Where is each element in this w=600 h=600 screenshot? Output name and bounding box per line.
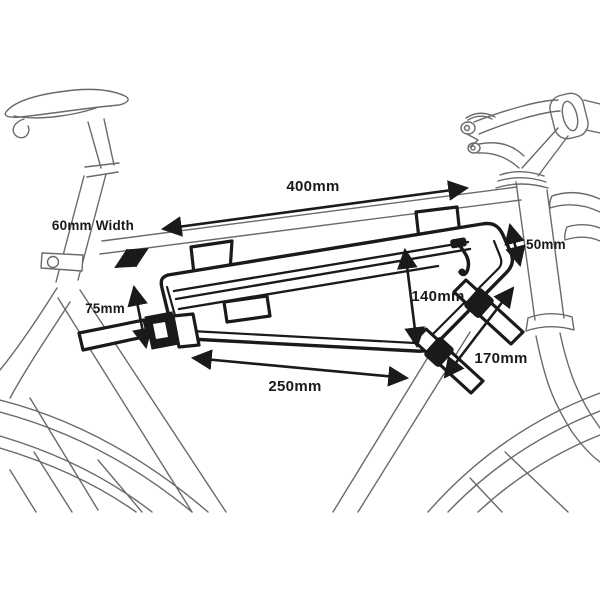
dimension-downtube-length: 170mm — [443, 286, 527, 379]
dimension-front-height-arrow — [127, 284, 153, 350]
dimension-top-length: 400mm — [160, 178, 470, 237]
dimension-rear-height-label: 50mm — [526, 237, 566, 252]
dimension-rear-height-arrow — [504, 222, 526, 268]
bar-end-2-icon — [467, 142, 481, 154]
seatpost-clamp — [40, 252, 84, 272]
handlebar-top — [473, 99, 600, 135]
dimension-width-label: 60mm Width — [52, 218, 134, 233]
dimension-width: 60mm Width — [52, 218, 149, 269]
seatpost — [55, 162, 120, 283]
seat-stays — [0, 287, 71, 399]
stem-clamp-face — [561, 100, 579, 132]
saddle-rail — [12, 118, 30, 139]
handlebar-hood — [465, 112, 496, 121]
front-strap-tab — [171, 312, 201, 349]
dimension-bottom-length: 250mm — [190, 349, 410, 395]
dimension-top-length-arrow — [160, 180, 470, 237]
bar-end-2-plug-icon — [470, 145, 476, 151]
saddle — [4, 88, 129, 118]
seatpost-clamp-bolt-icon — [46, 255, 60, 269]
dimension-annotations: 400mm 60mm Width 50mm 140mm 75mm 250mm 1… — [52, 178, 566, 395]
rear-spokes — [9, 397, 143, 513]
stem — [521, 127, 569, 177]
bar-bend — [466, 133, 525, 169]
bar-end-icon — [460, 121, 476, 135]
dimension-top-length-label: 400mm — [286, 178, 339, 195]
dimension-bottom-length-label: 250mm — [268, 378, 321, 395]
handlebar-drop-upper — [549, 191, 600, 213]
dimension-rear-height: 50mm — [504, 222, 566, 268]
front-spokes — [469, 451, 569, 513]
dimension-center-height-label: 140mm — [411, 288, 464, 305]
fork — [535, 332, 600, 463]
headset-collar — [525, 313, 575, 332]
handlebar-drop-lower — [564, 224, 600, 242]
stem-clamp — [549, 92, 589, 140]
brand-label-patch — [222, 294, 272, 324]
dimension-downtube-length-label: 170mm — [474, 350, 527, 367]
dimension-downtube-length-arrow — [443, 286, 515, 379]
dimension-center-height-arrow — [397, 247, 425, 349]
rear-wheel — [0, 397, 209, 513]
front-wheel — [427, 392, 600, 513]
zipper-pull-end-icon — [458, 268, 466, 276]
dimension-width-arrow — [114, 247, 149, 269]
dimension-front-height: 75mm — [85, 284, 153, 350]
front-strap — [77, 318, 150, 352]
front-buckle-slot — [153, 322, 168, 339]
dimension-front-height-label: 75mm — [85, 301, 125, 316]
downtube-strap-lower — [412, 327, 485, 395]
stem-spacers — [495, 171, 549, 189]
bar-end-plug-icon — [463, 124, 471, 132]
saddle-underside — [13, 107, 97, 119]
dimension-bottom-length-arrow — [190, 349, 410, 387]
saddle-rails-short — [87, 118, 115, 169]
